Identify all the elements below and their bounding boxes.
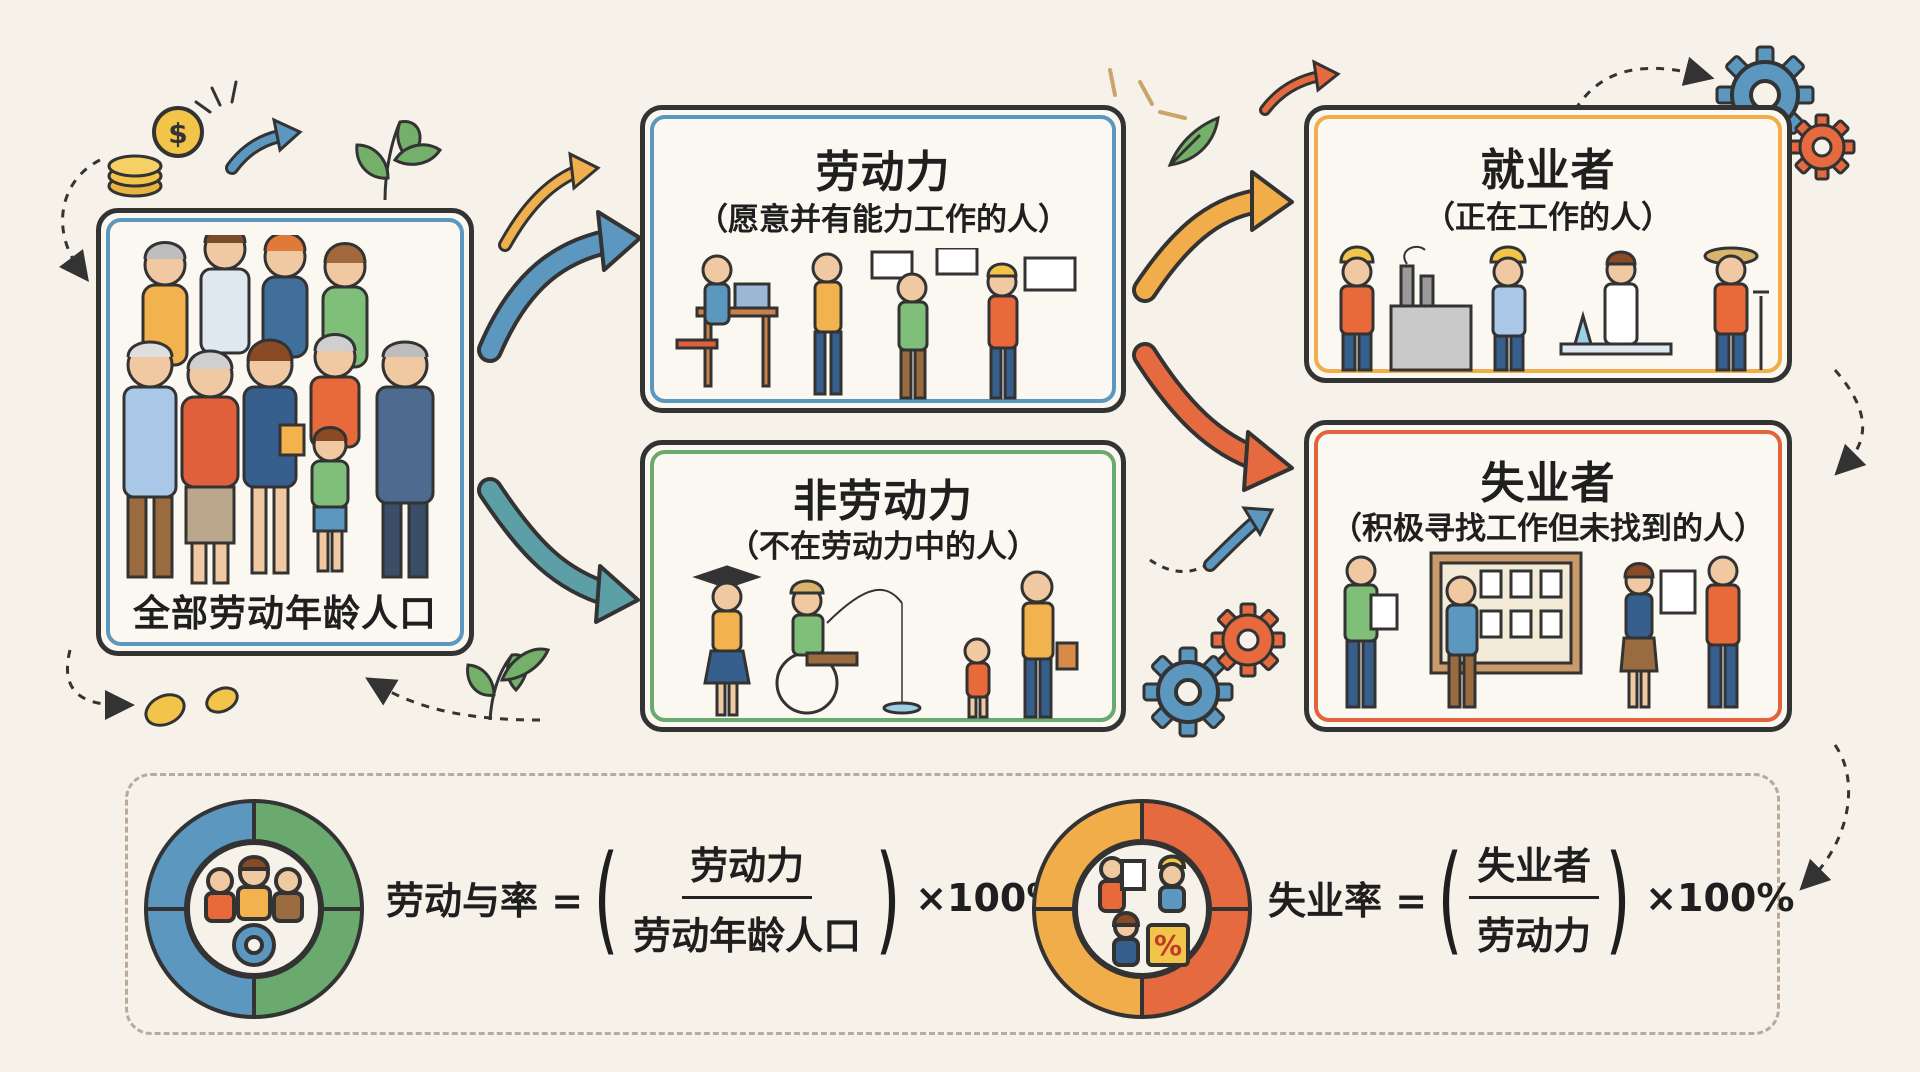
arrow-to-labor-force [477, 210, 642, 363]
unemployment-rate-lhs: 失业率 = [1268, 879, 1428, 923]
employed-box: 就业者 （正在工作的人） [1304, 105, 1792, 383]
unemployment-multiplier: ×100% [1645, 875, 1795, 920]
arrow-small-orange [498, 151, 601, 252]
dashed-loop-top-right [1573, 56, 1715, 111]
coin-icon: $ [152, 106, 204, 158]
participation-donut-icon [143, 798, 365, 1020]
dashed-loop-left-bottom [65, 649, 135, 720]
unemployment-donut-icon: % [1031, 798, 1253, 1020]
unemployed-title: 失业者 [1480, 458, 1616, 509]
unemployed-box: 失业者 （积极寻找工作但未找到的人） [1304, 420, 1792, 732]
unemployment-rate-formula: 失业率 = ( 失业者 劳动力 ) ×100% [1268, 835, 1794, 960]
participation-fraction: 劳动力 劳动年龄人口 [625, 835, 869, 960]
employed-title: 就业者 [1480, 145, 1616, 196]
paren-left: ( [593, 828, 619, 967]
population-illustration [122, 235, 435, 585]
participation-rate-formula: 劳动与率 = ( 劳动力 劳动年龄人口 ) ×100% [386, 835, 1064, 960]
participation-denominator: 劳动年龄人口 [633, 914, 862, 958]
formula-panel [125, 773, 1780, 1035]
spark-lines-coin [194, 80, 238, 114]
dashed-loop-right-bottom [1799, 744, 1851, 891]
gear-icon-bottom-blue [1142, 646, 1234, 738]
coin-pair-icon [144, 686, 239, 727]
paren-right: ) [875, 828, 901, 967]
gear-icon-bottom-red [1210, 602, 1286, 678]
population-box: 全部劳动年龄人口 [96, 208, 474, 656]
spark-lines-top [1108, 68, 1187, 120]
employed-subtitle: （正在工作的人） [1424, 200, 1672, 236]
svg-text:$: $ [168, 117, 187, 150]
arrow-top-red [1259, 59, 1341, 116]
leaf-icon-bottom [466, 647, 551, 721]
leaf-icon [355, 120, 443, 201]
unemployment-denominator: 劳动力 [1477, 914, 1592, 958]
unemployment-fraction: 失业者 劳动力 [1469, 835, 1600, 960]
labor-force-box: 劳动力 （愿意并有能力工作的人） [640, 105, 1126, 413]
participation-rate-lhs: 劳动与率 = [386, 879, 584, 923]
gear-icon-red [1788, 113, 1856, 181]
leaf-icon-small [1167, 115, 1220, 167]
non-labor-force-subtitle: （不在劳动力中的人） [728, 529, 1038, 565]
non-labor-force-box: 非劳动力 （不在劳动力中的人） [640, 440, 1126, 732]
labor-force-illustration [675, 248, 1077, 400]
dashed-loop-right [1833, 369, 1867, 476]
dashed-loop-left-top [59, 158, 101, 283]
unemployed-subtitle: （积极寻找工作但未找到的人） [1331, 511, 1765, 547]
dashed-loop-bottom [365, 677, 541, 722]
employed-illustration [1339, 245, 1769, 372]
arrow-to-non-labor-force [477, 477, 640, 624]
labor-force-title: 劳动力 [815, 147, 951, 198]
non-labor-force-illustration [692, 565, 1079, 719]
arrow-top-left-blue [225, 117, 303, 175]
unemployed-illustration [1343, 551, 1741, 709]
population-label: 全部劳动年龄人口 [133, 592, 437, 635]
paren-left: ( [1437, 828, 1463, 967]
arrow-to-unemployed [1132, 342, 1294, 492]
arrow-non-labor-to-unemployed [1149, 506, 1275, 574]
paren-right: ) [1605, 828, 1631, 967]
participation-numerator: 劳动力 [682, 835, 813, 899]
coin-stack-icon [107, 154, 163, 198]
unemployment-numerator: 失业者 [1469, 835, 1600, 899]
arrow-to-employed [1132, 170, 1294, 303]
non-labor-force-title: 非劳动力 [793, 476, 973, 527]
percent-icon: % [1154, 929, 1182, 962]
labor-force-subtitle: （愿意并有能力工作的人） [697, 202, 1069, 238]
